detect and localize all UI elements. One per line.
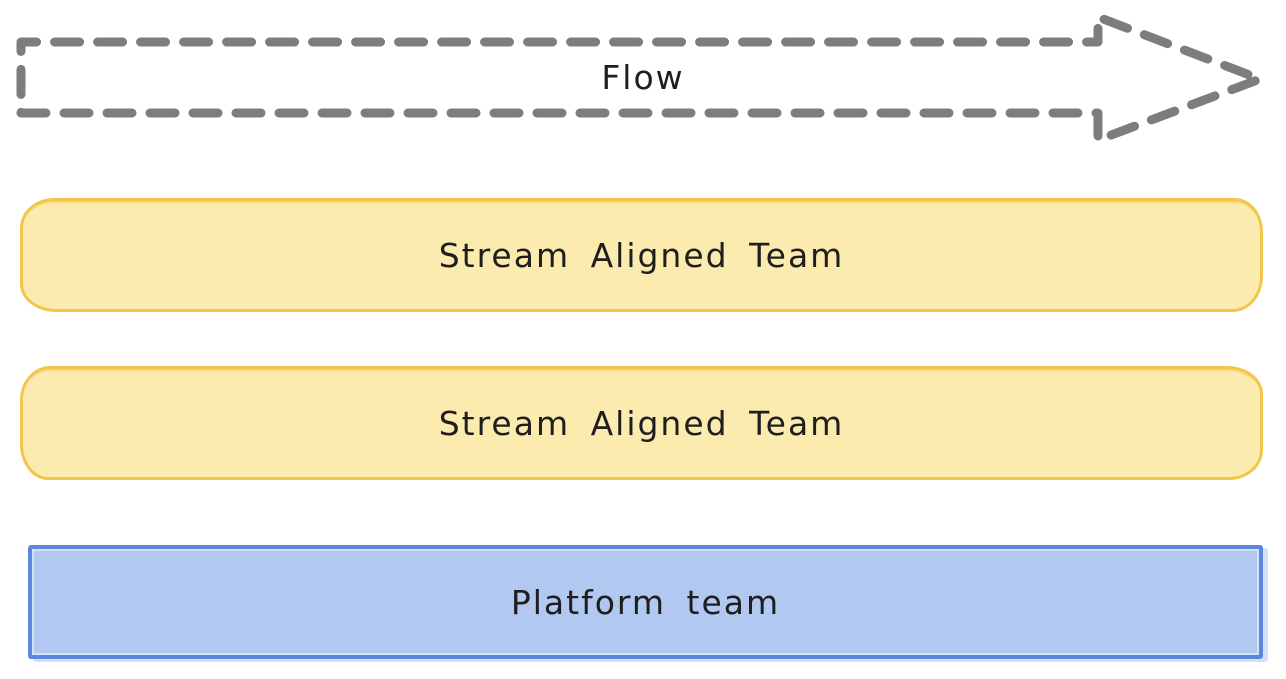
platform-team-box[interactable]: Platform team (28, 545, 1263, 659)
platform-team-label: Platform team (510, 582, 781, 622)
stream-aligned-team-2-label: Stream Aligned Team (438, 403, 845, 443)
stream-aligned-team-box-2[interactable]: Stream Aligned Team (20, 366, 1263, 480)
flow-arrow-label: Flow (601, 57, 685, 97)
stream-aligned-team-1-label: Stream Aligned Team (438, 235, 845, 275)
flow-arrow (16, 12, 1265, 145)
stream-aligned-team-box-1[interactable]: Stream Aligned Team (20, 198, 1263, 312)
flow-arrow-outline (16, 12, 1265, 145)
